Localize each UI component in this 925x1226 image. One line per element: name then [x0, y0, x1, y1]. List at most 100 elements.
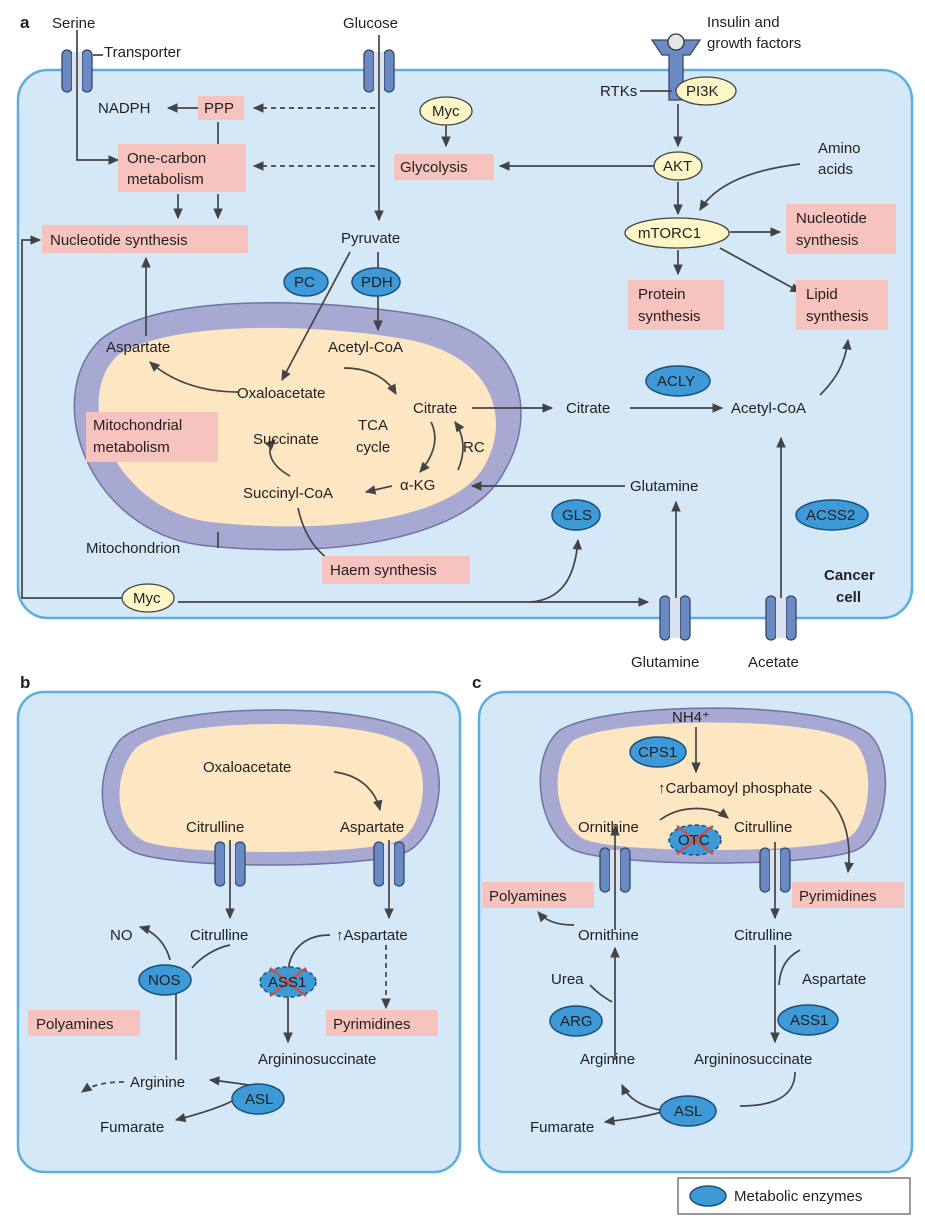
argininosuccinate-b-label: Argininosuccinate [258, 1051, 376, 1068]
argininosuccinate-c-label: Argininosuccinate [694, 1051, 812, 1068]
tca-cycle-label-1: TCA [358, 417, 388, 434]
no-label: NO [110, 927, 133, 944]
ass1-b-label: ASS1 [268, 974, 306, 991]
ppp-label: PPP [204, 100, 234, 117]
glutamine-out-label: Glutamine [631, 654, 699, 671]
one-carbon-label-1: One-carbon [127, 150, 206, 167]
lipid-synthesis-label-2: synthesis [806, 308, 869, 325]
ass1-deletion-cross [269, 967, 307, 997]
asl-enzyme-c [659, 1095, 717, 1127]
nh4-label: NH4⁺ [672, 709, 710, 726]
pdh-enzyme [351, 267, 401, 297]
fumarate-b-label: Fumarate [100, 1119, 164, 1136]
nucleotide-synthesis-2-label-1: Nucleotide [796, 210, 867, 227]
asl-b-label: ASL [245, 1091, 273, 1108]
myc-bottom-label: Myc [133, 590, 161, 607]
asl-c-label: ASL [674, 1103, 702, 1120]
lipid-synthesis-label-1: Lipid [806, 286, 838, 303]
myc-bottom-node [121, 583, 175, 613]
citrate-mito-label: Citrate [413, 400, 457, 417]
rtks-label: RTKs [600, 83, 637, 100]
aspartate-c-label: Aspartate [802, 971, 866, 988]
nadph-label: NADPH [98, 100, 151, 117]
urea-label: Urea [551, 971, 584, 988]
pc-label: PC [294, 274, 315, 291]
mitochondrion-label: Mitochondrion [86, 540, 180, 557]
fumarate-c-label: Fumarate [530, 1119, 594, 1136]
nos-enzyme [138, 964, 192, 996]
myc-top-node [419, 96, 473, 126]
arginine-c-label: Arginine [580, 1051, 635, 1068]
tca-cycle-label-2: cycle [356, 439, 390, 456]
ornithine-mito-c-label: Ornithine [578, 819, 639, 836]
oxaloacetate-a-label: Oxaloacetate [237, 385, 325, 402]
panel-a-letter: a [20, 13, 30, 32]
glutamine-cyto-label: Glutamine [630, 478, 698, 495]
citrulline-b-label: Citrulline [190, 927, 248, 944]
acetate-transporter-channel [765, 595, 797, 641]
rc-label: RC [463, 439, 485, 456]
mito-metabolism-label-1: Mitochondrial [93, 417, 182, 434]
cancer-cell-label-1: Cancer [824, 567, 875, 584]
citrulline-mito-b-label: Citrulline [186, 819, 244, 836]
ornithine-c-label: Ornithine [578, 927, 639, 944]
mito-metabolism-label-2: metabolism [93, 439, 170, 456]
succinate-label: Succinate [253, 431, 319, 448]
pdh-label: PDH [361, 274, 393, 291]
acly-label: ACLY [657, 373, 695, 390]
oxaloacetate-b-label: Oxaloacetate [203, 759, 291, 776]
acetyl-coa-cyto-label: Acetyl-CoA [731, 400, 806, 417]
amino-label-2: acids [818, 161, 853, 178]
acly-enzyme [645, 365, 711, 397]
citrulline-c-label: Citrulline [734, 927, 792, 944]
cps1-label: CPS1 [638, 744, 677, 761]
pyrimidines-c-label: Pyrimidines [799, 888, 877, 905]
serine-label: Serine [52, 15, 95, 32]
protein-synthesis-label-1: Protein [638, 286, 686, 303]
ass1-enzyme-c [777, 1004, 839, 1036]
glutamine-transporter-channel [659, 595, 691, 641]
nucleotide-synthesis-2-label-2: synthesis [796, 232, 859, 249]
citrate-cyto-label: Citrate [566, 400, 610, 417]
arg-enzyme [549, 1005, 603, 1037]
carbamoyl-phosphate-label: ↑Carbamoyl phosphate [658, 780, 812, 797]
panel-c-letter: c [472, 673, 481, 692]
pc-enzyme [283, 267, 329, 297]
legend: Metabolic enzymes [677, 1177, 911, 1215]
akg-label: α-KG [400, 477, 435, 494]
rtk-receptor [650, 33, 702, 101]
glucose-label: Glucose [343, 15, 398, 32]
glycolysis-label: Glycolysis [400, 159, 468, 176]
transporter-label: Transporter [104, 44, 181, 61]
acss2-label: ACSS2 [806, 507, 855, 524]
aspartate-up-b-label: ↑Aspartate [336, 927, 408, 944]
one-carbon-label-2: metabolism [127, 171, 204, 188]
acetyl-coa-mito-label: Acetyl-CoA [328, 339, 403, 356]
pyrimidines-b-label: Pyrimidines [333, 1016, 411, 1033]
arg-label: ARG [560, 1013, 593, 1030]
acetate-label: Acetate [748, 654, 799, 671]
otc-label: OTC [678, 832, 710, 849]
panel-b-letter: b [20, 673, 30, 692]
asl-enzyme-b [231, 1083, 285, 1115]
acss2-enzyme [795, 499, 869, 531]
cps1-enzyme [629, 736, 687, 768]
citrulline-mito-c-label: Citrulline [734, 819, 792, 836]
mtorc1-label: mTORC1 [638, 225, 701, 242]
aspartate-mito-b-label: Aspartate [340, 819, 404, 836]
gls-label: GLS [562, 507, 592, 524]
protein-synthesis-label-2: synthesis [638, 308, 701, 325]
pyruvate-label: Pyruvate [341, 230, 400, 247]
pi3k-label: PI3K [686, 83, 719, 100]
haem-synthesis-label: Haem synthesis [330, 562, 437, 579]
pi3k-node [675, 76, 737, 106]
insulin-label-2: growth factors [707, 35, 801, 52]
polyamines-b-label: Polyamines [36, 1016, 114, 1033]
akt-label: AKT [663, 158, 692, 175]
arginine-b-label: Arginine [130, 1074, 185, 1091]
legend-enzyme-icon [689, 1185, 727, 1207]
mtorc1-node [624, 217, 730, 249]
insulin-label-1: Insulin and [707, 14, 780, 31]
akt-node [653, 151, 703, 181]
